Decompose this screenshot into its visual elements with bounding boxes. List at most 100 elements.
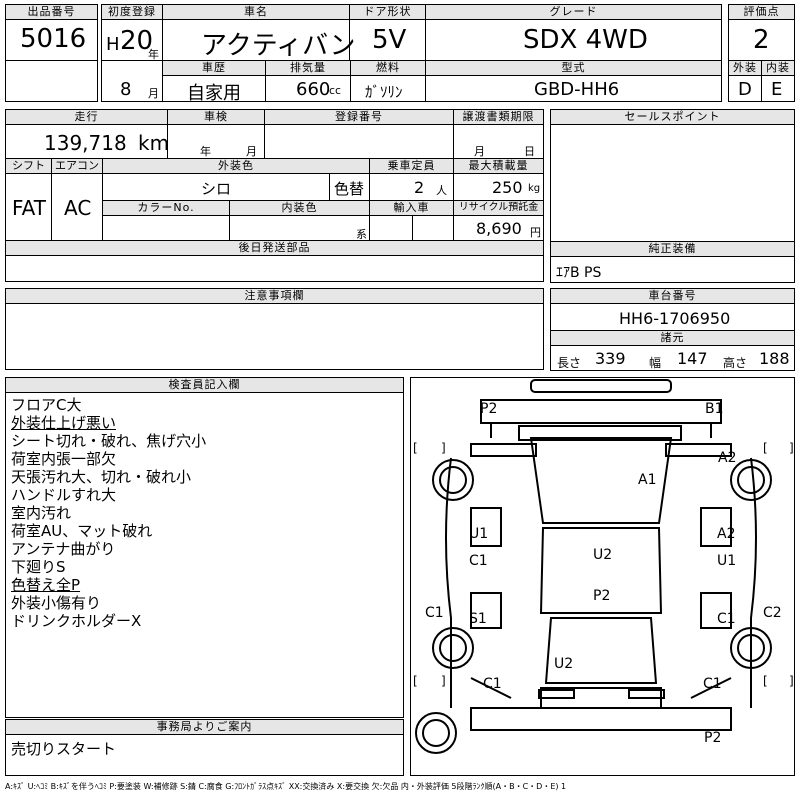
height-label: 高さ <box>723 356 748 370</box>
sales-point-header: セールスポイント <box>550 109 795 125</box>
car-name-header: 車名 <box>162 4 350 20</box>
inspection-year-unit: 年 <box>200 145 211 158</box>
mileage-unit: km <box>138 131 170 155</box>
exterior-grade-cell: D <box>728 75 762 102</box>
color-number-header: カラーNo. <box>102 200 230 216</box>
caution-cell <box>5 303 544 370</box>
mark-u1-left: U1 <box>469 526 489 542</box>
recycle-cell: 8,690 円 <box>453 215 544 241</box>
mark-a2-right-front: A2 <box>718 450 737 466</box>
history-value: 自家用 <box>187 83 241 104</box>
note-line: 色替え全P <box>11 576 81 594</box>
length-value: 339 <box>595 349 626 368</box>
transfer-month-unit: 月 <box>474 145 485 158</box>
office-value: 売切りスタート <box>11 740 117 758</box>
mark-p2-rear: P2 <box>704 730 722 746</box>
color-header: 外装色 <box>102 158 370 174</box>
svg-text:[: [ <box>413 441 418 455</box>
note-line: フロアC大 <box>11 396 82 414</box>
inspection-cell: 年 月 <box>167 124 265 159</box>
note-line: 天張汚れ大、切れ・破れ小 <box>11 468 192 486</box>
inspection-header: 車検 <box>167 109 265 125</box>
exterior-grade-value: D <box>738 79 752 100</box>
mileage-cell: 139,718 km <box>5 124 170 159</box>
color-cell: シロ <box>102 173 330 201</box>
history-header: 車歴 <box>162 60 266 76</box>
max-load-cell: 250 kg <box>453 173 544 201</box>
equipment-cell: ｴｱB PS <box>550 256 795 283</box>
capacity-value: 2 <box>414 178 425 197</box>
note-line: 外装小傷有り <box>11 594 102 612</box>
grade-header: グレード <box>425 4 722 20</box>
mileage-value: 139,718 <box>44 131 127 155</box>
model-header: 型式 <box>425 60 722 76</box>
car-outline-diagram: [] [] [] [] <box>413 379 794 754</box>
chassis-header: 車台番号 <box>550 288 795 304</box>
recycle-unit: 円 <box>530 226 541 239</box>
note-line: 下廻りS <box>11 558 66 576</box>
office-cell: 売切りスタート <box>5 734 404 776</box>
note-line: 荷室内張一部欠 <box>11 450 117 468</box>
month-value: 8 <box>120 79 132 100</box>
note-line: シート切れ・破れ、焦げ穴小 <box>11 432 207 450</box>
sales-point-cell <box>550 124 795 242</box>
mark-a2-right: A2 <box>717 526 736 542</box>
mark-b1: B1 <box>705 401 724 417</box>
transfer-doc-cell: 月 日 <box>453 124 544 159</box>
dims-header: 諸元 <box>550 330 795 346</box>
mark-c2: C2 <box>763 605 782 621</box>
svg-text:[: [ <box>763 441 768 455</box>
grade-value: SDX 4WD <box>523 25 648 55</box>
inspection-month-unit: 月 <box>246 145 257 158</box>
capacity-header: 乗車定員 <box>369 158 454 174</box>
import-header: 輸入車 <box>369 200 454 216</box>
model-value: GBD-HH6 <box>534 79 620 100</box>
displacement-header: 排気量 <box>265 60 351 76</box>
chassis-value: HH6-1706950 <box>619 309 731 328</box>
svg-text:[: [ <box>763 674 768 688</box>
mark-c1-rear-right: C1 <box>703 676 722 692</box>
displacement-value: 660 <box>296 79 331 100</box>
later-parts-header: 後日発送部品 <box>5 240 544 256</box>
inspector-header: 検査員記入欄 <box>5 377 404 393</box>
interior-color-header: 内装色 <box>229 200 370 216</box>
height-value: 188 <box>759 349 790 368</box>
svg-text:[: [ <box>413 674 418 688</box>
grade-cell: SDX 4WD <box>425 19 722 61</box>
note-line: ドリンクホルダーX <box>11 612 142 630</box>
damage-diagram: [] [] [] [] P2 B1 A2 A1 U1 C1 A2 U1 U2 P… <box>410 377 795 776</box>
lot-number-header: 出品番号 <box>5 4 98 20</box>
reg-number-header: 登録番号 <box>264 109 454 125</box>
note-line: 荷室AU、マット破れ <box>11 522 153 540</box>
door-header: ドア形状 <box>349 4 426 20</box>
lot-blank-cell <box>5 60 98 102</box>
capacity-cell: 2 人 <box>369 173 454 201</box>
lot-number-value: 5016 <box>20 24 87 54</box>
month-cell: 8 月 <box>101 60 163 102</box>
inspector-notes: フロアC大 外装仕上げ悪い シート切れ・破れ、焦げ穴小 荷室内張一部欠 天張汚れ… <box>5 392 404 718</box>
first-reg-cell: H 20 年 <box>101 19 163 61</box>
interior-color-suffix: 系 <box>356 228 367 241</box>
month-unit: 月 <box>148 87 159 100</box>
max-load-value: 250 <box>492 178 523 197</box>
svg-text:]: ] <box>789 441 794 455</box>
note-line: アンテナ曲がり <box>11 540 116 558</box>
color-number-cell <box>102 215 230 241</box>
mark-p2-front: P2 <box>480 401 498 417</box>
svg-text:]: ] <box>789 674 794 688</box>
reg-number-cell <box>264 124 454 159</box>
note-line: ハンドルすれ大 <box>11 486 117 504</box>
mark-u2-roof: U2 <box>593 547 613 563</box>
mark-u1-right: U1 <box>717 553 737 569</box>
note-line: 外装仕上げ悪い <box>11 414 117 432</box>
mark-c1-right-rear: C1 <box>717 611 736 627</box>
ac-header: エアコン <box>51 158 103 174</box>
lot-number-cell: 5016 <box>5 19 98 61</box>
mark-c1-left-rear: C1 <box>425 605 444 621</box>
fuel-header: 燃料 <box>350 60 426 76</box>
mark-a1: A1 <box>638 472 657 488</box>
later-parts-cell <box>5 255 544 282</box>
displacement-unit: cc <box>329 84 342 97</box>
fuel-cell: ｶﾞｿﾘﾝ <box>350 75 426 102</box>
chassis-cell: HH6-1706950 <box>550 303 795 331</box>
